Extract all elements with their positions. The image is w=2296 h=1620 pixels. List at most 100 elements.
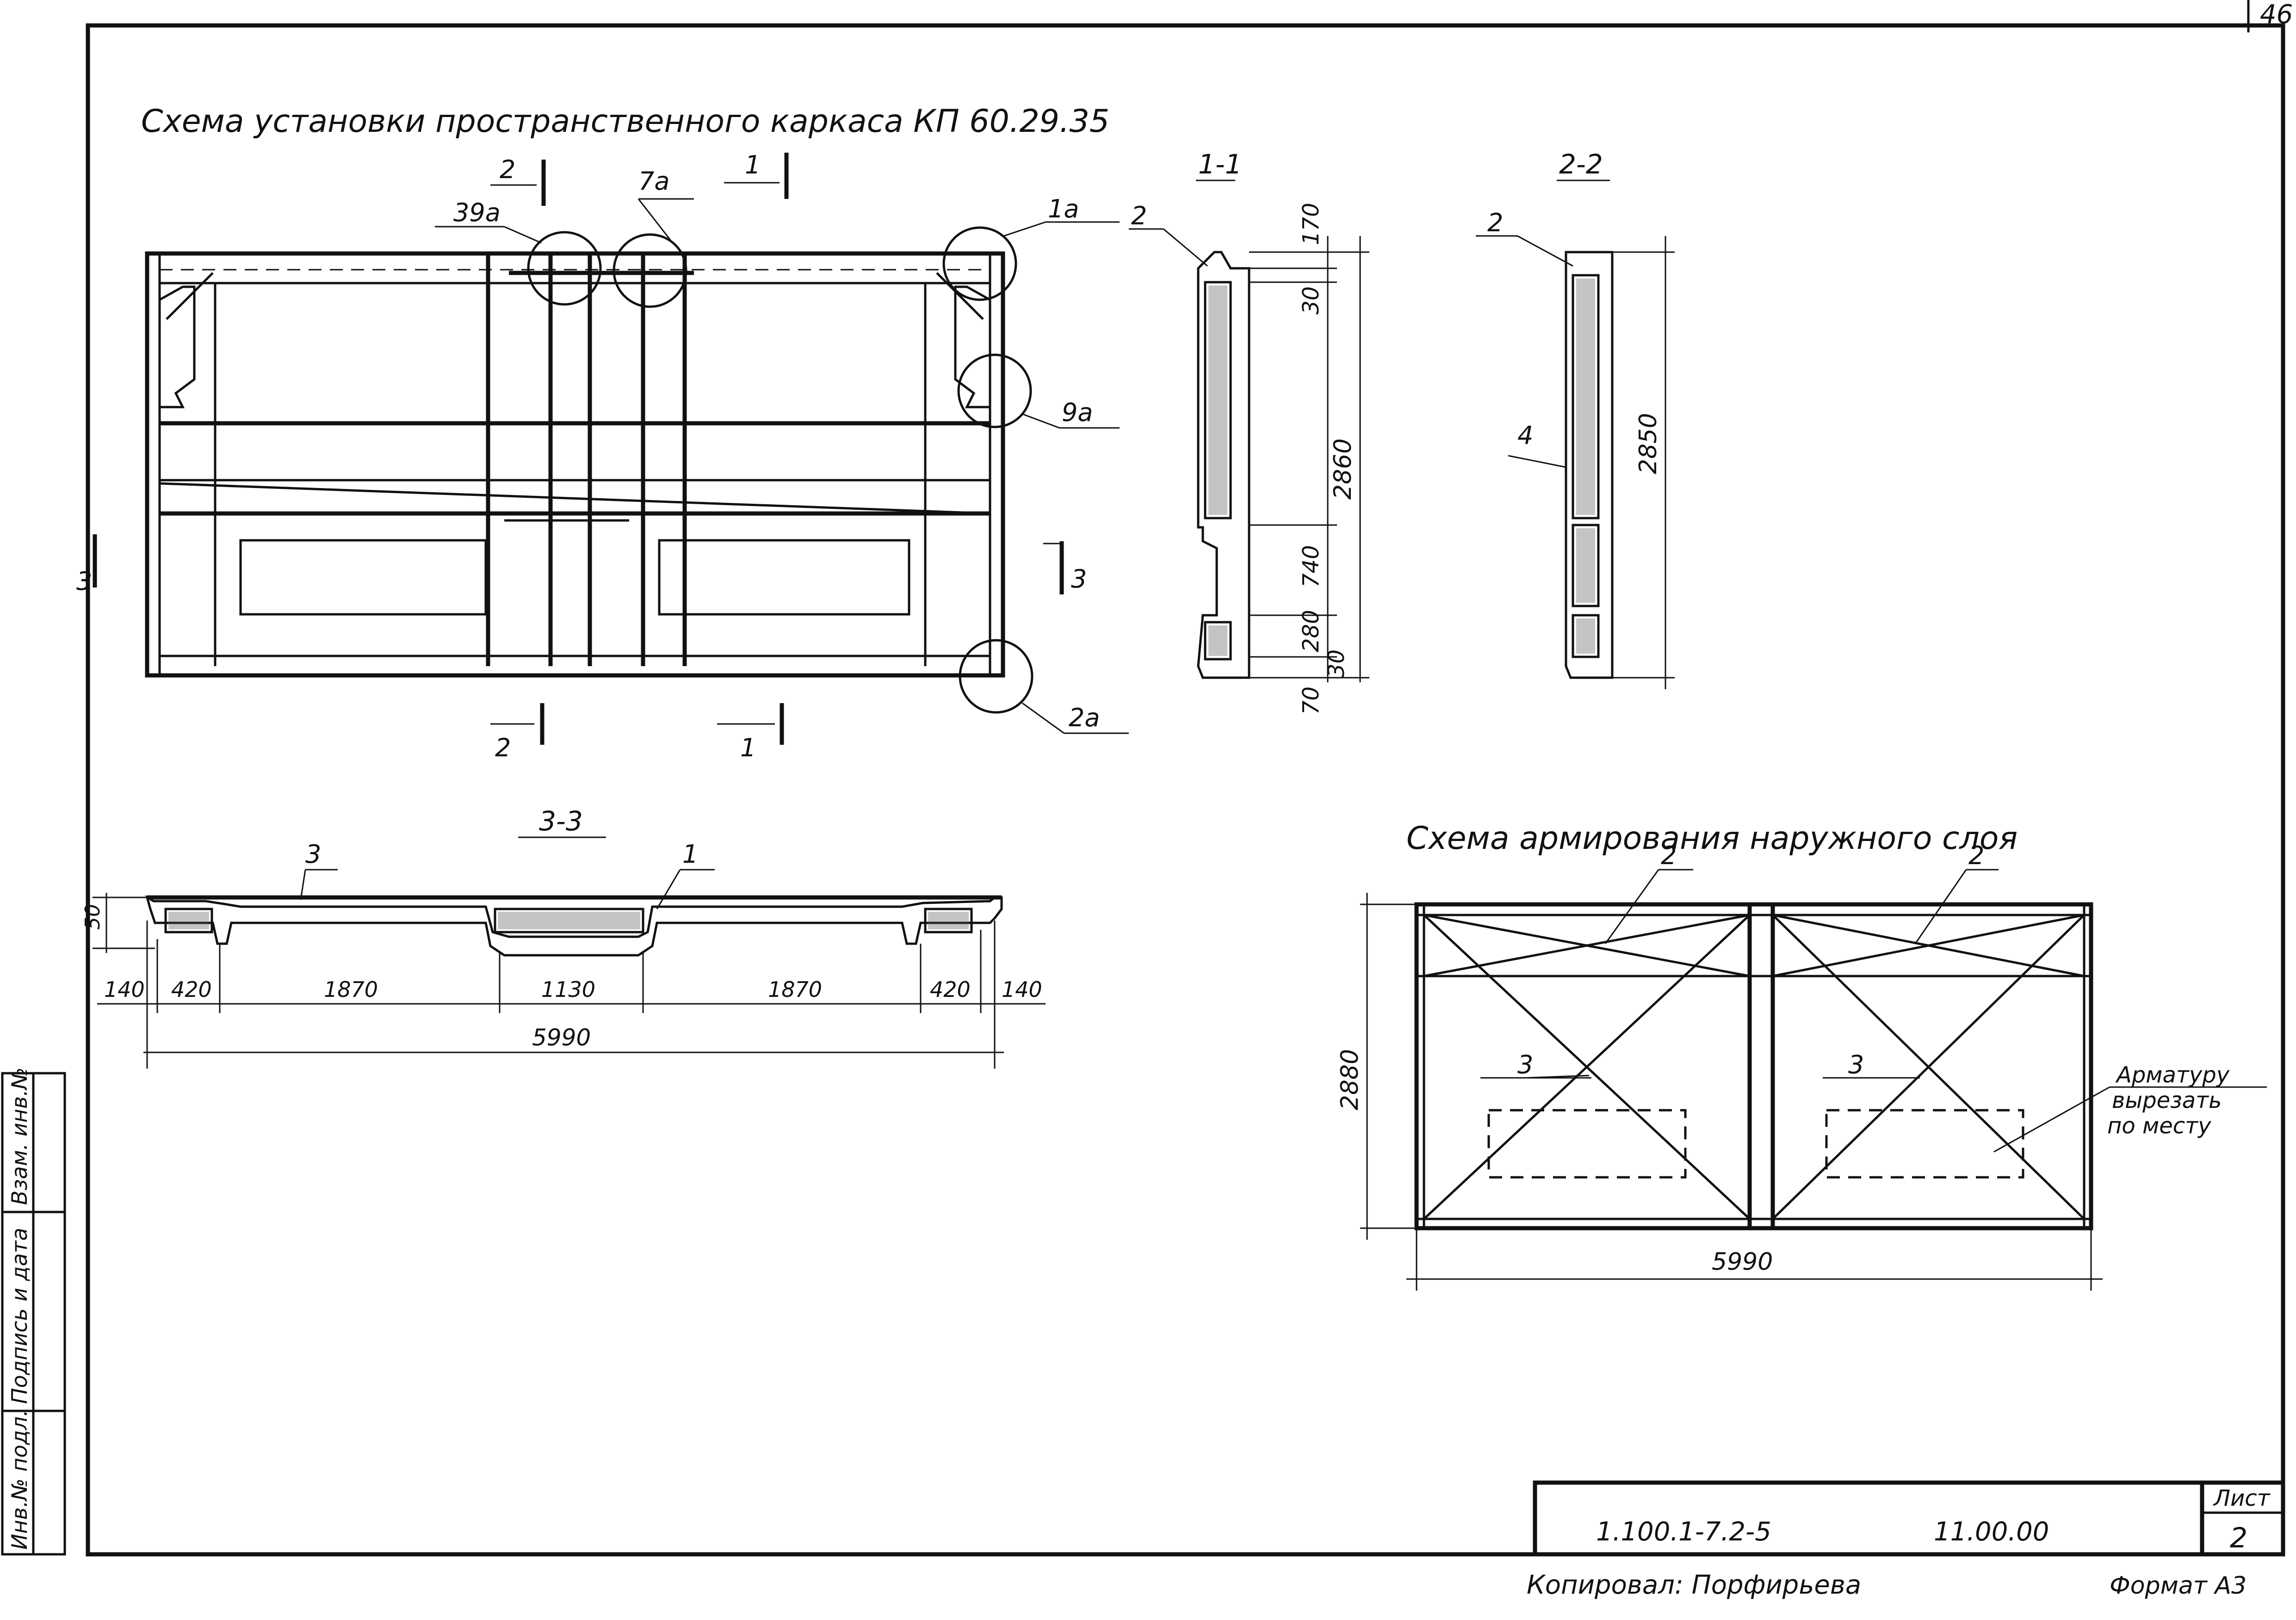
note-line-2: вырезать bbox=[2112, 1088, 2222, 1113]
dim-740: 740 bbox=[1298, 545, 1324, 587]
stamp-vzam-inv: Взам. инв.№ bbox=[7, 1067, 32, 1205]
section-3-3-leader-3: 3 bbox=[305, 840, 321, 869]
title-block: 1.100.1-7.2-5 11.00.00 Лист 2 bbox=[1533, 1480, 2285, 1557]
note-line-3: по месту bbox=[2107, 1113, 2211, 1139]
dim-5990-section: 5990 bbox=[532, 1024, 591, 1051]
callout-label-9a: 9а bbox=[1062, 398, 1093, 427]
panel-outline bbox=[145, 251, 1005, 678]
corner-detail-right bbox=[954, 285, 991, 408]
format-label: Формат А3 bbox=[2110, 1572, 2246, 1600]
leader-line bbox=[1508, 455, 1566, 468]
cut-label-2-bottom: 2 bbox=[495, 733, 511, 762]
section-2-2-title: 2-2 bbox=[1559, 148, 1603, 180]
section-3-3-title: 3-3 bbox=[539, 805, 583, 837]
section-3-3: 3-3 3 1 50 140 420 1870 1130 1870 bbox=[81, 805, 1046, 1069]
reinforcement-leader-2-right: 2 bbox=[1968, 841, 1984, 870]
dim-1130: 1130 bbox=[541, 977, 595, 1002]
insulation-hatch-left bbox=[168, 912, 209, 929]
dim-170: 170 bbox=[1298, 203, 1324, 245]
stamp-inv-podl: Инв.№ подл. bbox=[7, 1410, 32, 1550]
dim-30-top: 30 bbox=[1298, 286, 1324, 315]
cut-label-1-top: 1 bbox=[745, 150, 761, 179]
callout-label-7a: 7а bbox=[638, 167, 669, 196]
dim-30-bottom: 30 bbox=[1324, 649, 1349, 678]
stamp-signature-date: Подпись и дата bbox=[7, 1228, 32, 1404]
callout-leader bbox=[637, 198, 672, 241]
main-cross bbox=[1423, 914, 1751, 1220]
cut-label-3-right: 3 bbox=[1071, 564, 1087, 594]
section-2-2-outline bbox=[1565, 251, 1614, 679]
insulation-right bbox=[924, 908, 973, 934]
insulation-hatch-upper bbox=[1576, 278, 1595, 515]
corner-detail-left bbox=[159, 285, 196, 408]
corner-detail-diagonal bbox=[936, 272, 984, 320]
opening-dashed-left bbox=[1487, 1109, 1687, 1179]
leader-line bbox=[1604, 869, 1659, 944]
dim-2860: 2860 bbox=[1329, 439, 1357, 500]
main-cross bbox=[1772, 914, 2085, 1220]
reinforcement-leader-3-right: 3 bbox=[1848, 1050, 1864, 1079]
window-opening-right bbox=[658, 539, 910, 616]
dim-70: 70 bbox=[1298, 686, 1324, 715]
insulation-upper bbox=[1204, 281, 1232, 519]
side-stamp: Инв.№ подл. Подпись и дата Взам. инв.№ bbox=[1, 1067, 66, 1556]
reinforcement-outline bbox=[1414, 902, 2093, 1230]
insulation-hatch-center bbox=[498, 912, 640, 929]
dim-2850: 2850 bbox=[1634, 413, 1662, 474]
callout-leader bbox=[1003, 221, 1046, 237]
callout-leader bbox=[504, 226, 542, 244]
section-1-1: 1-1 2 170 30 2860 740 280 30 70 bbox=[1129, 148, 1369, 715]
note-line-1: Арматуру bbox=[2115, 1062, 2230, 1088]
section-2-2: 2-2 2 4 2850 bbox=[1476, 148, 1675, 689]
diagonal-line bbox=[159, 482, 990, 515]
section-1-1-leader-2: 2 bbox=[1131, 201, 1147, 230]
cut-label-3-left: 3 bbox=[76, 567, 92, 596]
callout-leader bbox=[1022, 413, 1060, 429]
title-block-box bbox=[1533, 1480, 2285, 1557]
callout-circle-7a bbox=[613, 233, 687, 308]
reinforcement-leader-3-left: 3 bbox=[1517, 1050, 1533, 1079]
callouts: 39а 7а 1а 9а 2а bbox=[435, 167, 1129, 734]
callout-label-2a: 2а bbox=[1069, 703, 1100, 732]
dim-1870-left: 1870 bbox=[324, 977, 378, 1002]
doc-code-2: 11.00.00 bbox=[1934, 1517, 2049, 1547]
cut-label-2-top: 2 bbox=[500, 155, 515, 184]
callout-leader bbox=[1022, 702, 1064, 734]
insulation-hatch-lower bbox=[1208, 625, 1227, 656]
cut-label-1-bottom: 1 bbox=[740, 733, 756, 762]
dim-5990-reinforcement: 5990 bbox=[1712, 1248, 1773, 1276]
dim-50: 50 bbox=[81, 904, 105, 930]
leader-line bbox=[656, 869, 681, 909]
section-2-2-leader-4: 4 bbox=[1517, 421, 1533, 450]
leader-line bbox=[300, 869, 306, 900]
reinforcement-scheme: Схема армирования наружного слоя 2 2 3 bbox=[1336, 820, 2267, 1291]
opening-dashed-right bbox=[1825, 1109, 2024, 1179]
insulation-hatch-lower bbox=[1576, 618, 1595, 654]
main-panel bbox=[145, 251, 1005, 678]
copied-by: Копировал: Порфирьева bbox=[1527, 1570, 1861, 1600]
section-1-1-title: 1-1 bbox=[1198, 148, 1242, 180]
drawing-frame bbox=[86, 23, 2285, 1557]
dim-140-right: 140 bbox=[1002, 977, 1042, 1002]
dim-2880: 2880 bbox=[1336, 1049, 1364, 1110]
section-1-1-outline bbox=[1197, 251, 1250, 679]
callout-label-39a: 39а bbox=[453, 198, 501, 227]
dim-140-left: 140 bbox=[104, 977, 145, 1002]
insulation-hatch-middle bbox=[1576, 528, 1595, 603]
section-3-3-leader-1: 1 bbox=[682, 840, 698, 869]
insulation-hatch-upper bbox=[1208, 285, 1227, 515]
corner-detail-diagonal bbox=[166, 272, 214, 320]
insulation-center bbox=[494, 908, 644, 934]
sheet-number: 2 bbox=[2230, 1522, 2247, 1554]
insulation-upper bbox=[1572, 274, 1600, 519]
leader-line bbox=[1163, 228, 1208, 267]
reinforcement-leader-2-left: 2 bbox=[1661, 841, 1677, 870]
dim-280: 280 bbox=[1298, 610, 1324, 652]
leader-line bbox=[1914, 869, 1967, 944]
section-marks: 2 1 2 1 3 3 bbox=[76, 150, 1087, 762]
dim-420-left: 420 bbox=[171, 977, 212, 1002]
callout-circle-39a bbox=[527, 231, 602, 306]
insulation-lower bbox=[1204, 621, 1232, 661]
insulation-hatch-right bbox=[928, 912, 969, 929]
